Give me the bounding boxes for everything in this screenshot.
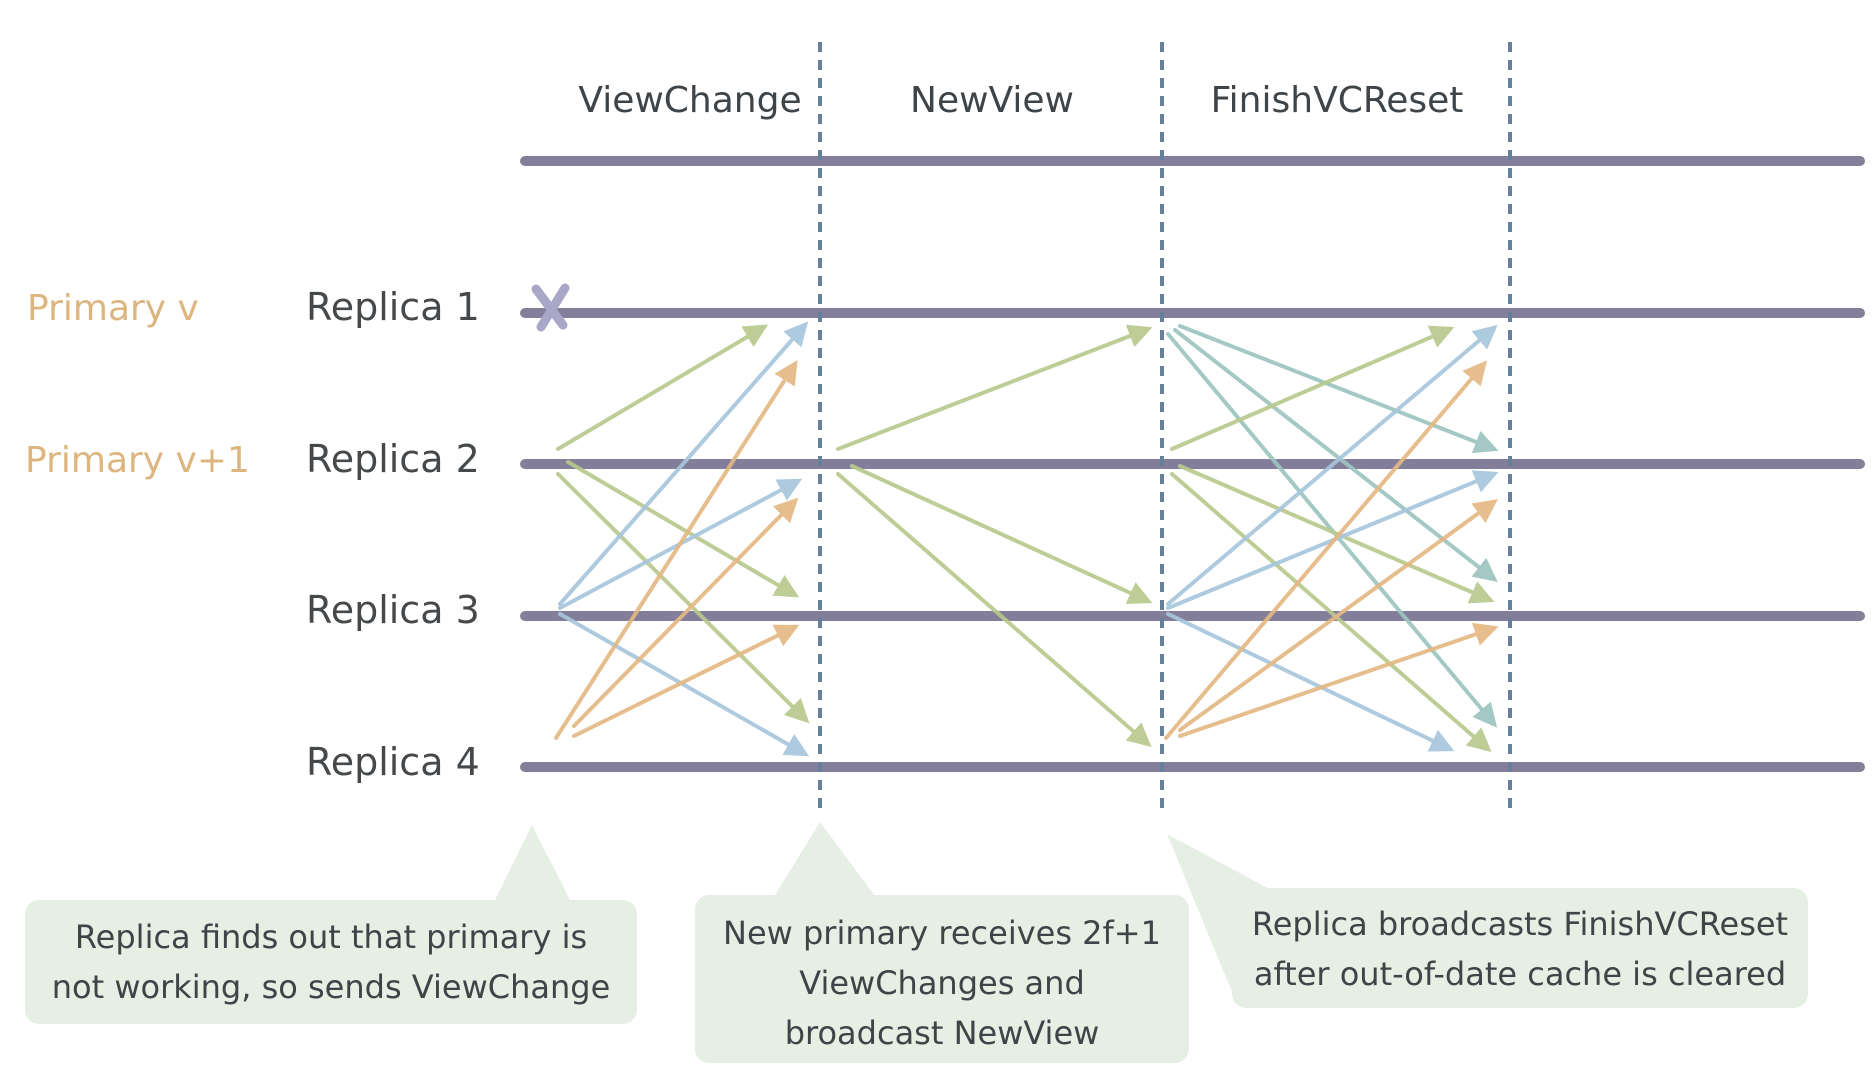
callout-finishvcreset-line-1: Replica broadcasts FinishVCReset [1252,905,1788,943]
message-arrow [566,460,800,598]
failure-cross-icon [531,283,570,332]
phase-label-newview: NewView [910,80,1074,121]
message-arrow [1178,499,1498,732]
replica-2-label: Replica 2 [306,437,480,481]
phase-label-finishvcreset: FinishVCReset [1211,80,1464,121]
replica-3-label: Replica 3 [306,588,480,632]
message-arrow [1166,324,1498,606]
message-arrows [554,321,1499,757]
replica-4-label: Replica 4 [306,740,480,784]
message-arrow [1166,332,1498,728]
callout-viewchange-line-1: Replica finds out that primary is [75,918,587,956]
callout-newview: New primary receives 2f+1 ViewChanges an… [695,822,1189,1063]
message-arrow [572,497,799,728]
callout-viewchange: Replica finds out that primary is not wo… [25,825,637,1024]
message-arrow [836,324,1153,451]
primary-v1-label: Primary v+1 [25,440,250,481]
message-arrow [554,359,798,740]
callout-newview-line-1: New primary receives 2f+1 [723,914,1161,952]
message-arrow [1166,612,1455,752]
message-arrow [1178,622,1499,738]
message-arrow [1178,324,1499,454]
phase-label-viewchange: ViewChange [578,80,801,121]
message-arrow [556,472,810,724]
message-arrow [572,624,800,738]
message-arrow [1170,472,1492,753]
callout-newview-line-3: broadcast NewView [785,1014,1100,1052]
callout-finishvcreset-line-2: after out-of-date cache is cleared [1254,955,1786,993]
message-arrow [1173,328,1498,582]
message-arrow [1178,464,1495,604]
callout-finishvcreset: Replica broadcasts FinishVCReset after o… [1167,834,1808,1008]
message-arrow [850,464,1153,604]
message-arrow [1170,325,1455,451]
message-arrow [836,472,1152,748]
message-arrow [1164,360,1488,740]
callout-viewchange-line-2: not working, so sends ViewChange [52,968,611,1006]
callout-newview-line-2: ViewChanges and [799,964,1085,1002]
message-arrow [556,324,769,451]
message-arrow [558,321,809,606]
replica-1-label: Replica 1 [306,285,480,329]
primary-v-label: Primary v [27,288,199,329]
